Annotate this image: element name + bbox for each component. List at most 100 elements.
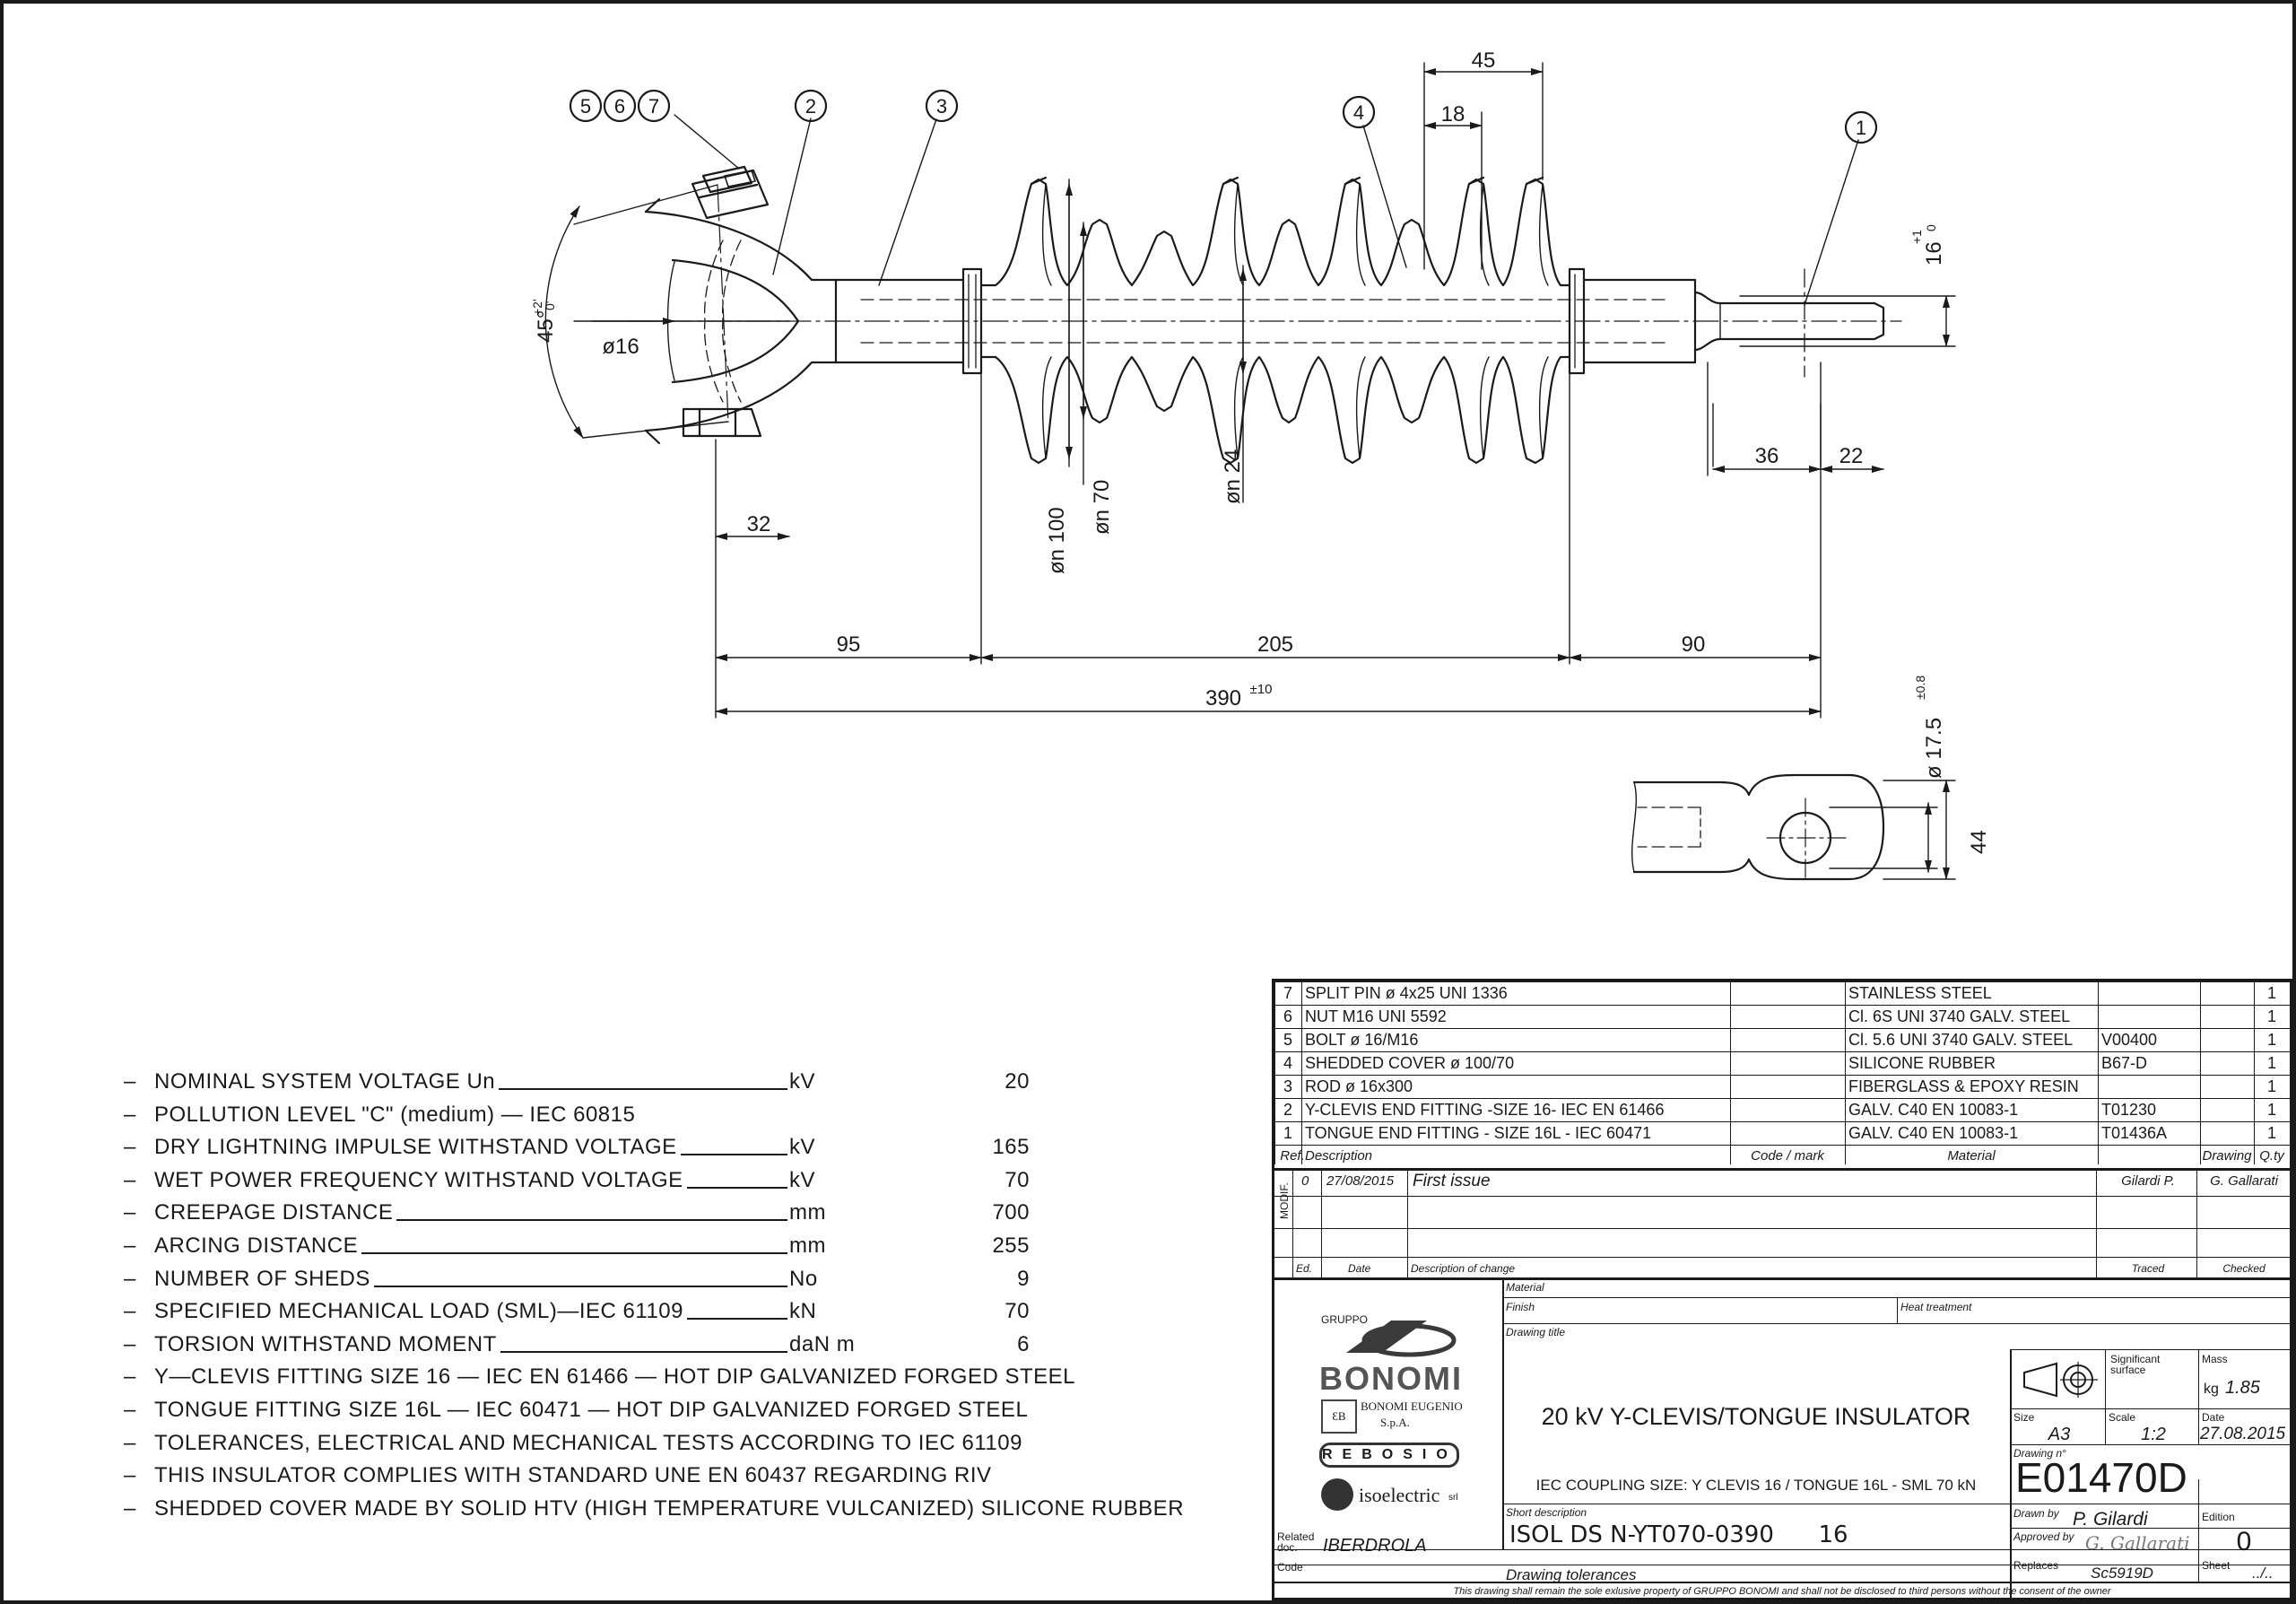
spec-dash: – (124, 1397, 136, 1422)
bom-ref: 1 (1283, 1124, 1292, 1142)
spec-leader-line (681, 1154, 787, 1156)
related-label-2: doc. (1277, 1541, 1298, 1554)
bom-description: BOLT ø 16/M16 (1305, 1031, 1419, 1049)
spec-unit: mm (789, 1233, 826, 1258)
spec-row: –NUMBER OF SHEDS No 9 (124, 1263, 1200, 1296)
drawing-subtitle: IEC COUPLING SIZE: Y CLEVIS 16 / TONGUE … (1535, 1477, 1977, 1494)
bom-material: Cl. 5.6 UNI 3740 GALV. STEEL (1848, 1031, 2074, 1049)
bonomi-logo-icon (1346, 1321, 1457, 1357)
bom-description: SHEDDED COVER ø 100/70 (1305, 1054, 1515, 1072)
dim-205: 205 (1257, 632, 1293, 657)
spec-leader-line (687, 1318, 787, 1321)
spec-unit: daN m (789, 1331, 856, 1356)
spec-value: 70 (1004, 1299, 1030, 1324)
logo-bonomi-eugenio: BONOMI EUGENIO (1361, 1399, 1463, 1413)
rev-ed: 0 (1301, 1173, 1309, 1189)
logo-isoelectric: isoelectric (1359, 1484, 1440, 1506)
surface-label-2: surface (2110, 1364, 2146, 1376)
spec-value: 700 (992, 1200, 1030, 1225)
spec-leader-line (396, 1219, 787, 1222)
bom-description: TONGUE END FITTING - SIZE 16L - IEC 6047… (1305, 1124, 1652, 1142)
spec-leader-line (499, 1088, 787, 1090)
dim-16-tol-bot: 0 (1924, 224, 1938, 231)
spec-label: THIS INSULATOR COMPLIES WITH STANDARD UN… (154, 1463, 992, 1488)
logo-bonomi: BONOMI (1319, 1360, 1463, 1397)
bom-header-material: Material (1947, 1148, 1996, 1164)
spec-label: NUMBER OF SHEDS (154, 1266, 370, 1291)
spec-unit: kV (789, 1167, 816, 1192)
bom-qty: 1 (2266, 984, 2276, 1002)
bom-drawing: T01436A (2101, 1124, 2168, 1142)
bom-qty: 1 (2266, 1124, 2276, 1142)
mass-label: Mass (2202, 1353, 2228, 1365)
bom-ref: 2 (1283, 1101, 1292, 1119)
dim-16: 16 (1922, 241, 1946, 266)
tongue-fitting (1582, 268, 1885, 378)
dim-32: 32 (747, 512, 771, 536)
mass-value: 1.85 (2225, 1378, 2260, 1398)
bom-ref: 5 (1283, 1031, 1292, 1049)
spec-dash: – (124, 1331, 136, 1356)
spec-dash: – (124, 1299, 136, 1324)
spec-unit: kV (789, 1135, 816, 1160)
spec-label: WET POWER FREQUENCY WITHSTAND VOLTAGE (154, 1167, 683, 1192)
bom-qty: 1 (2266, 1031, 2276, 1049)
logo-gruppo: GRUPPO (1321, 1313, 1369, 1326)
bom-ref: 4 (1283, 1054, 1292, 1072)
edition-value: 0 (2236, 1527, 2252, 1556)
shedded-cover (961, 176, 1586, 465)
bom-qty: 1 (2266, 1077, 2276, 1095)
bom-material: FIBERGLASS & EPOXY RESIN (1848, 1077, 2079, 1095)
balloon-4 (1342, 95, 1376, 129)
drawing-title: 20 kV Y-CLEVIS/TONGUE INSULATOR (1541, 1403, 1971, 1430)
spec-row: –TOLERANCES, ELECTRICAL AND MECHANICAL T… (124, 1427, 1200, 1460)
spec-dash: – (124, 1200, 136, 1225)
drawing-no: E01470D (2015, 1454, 2187, 1501)
dim-n70: øn 70 (1090, 480, 1114, 535)
dim-36: 36 (1755, 444, 1779, 468)
code-label: Code (1277, 1561, 1303, 1573)
related-label-1: Related (1277, 1530, 1315, 1543)
balloon-1 (1844, 110, 1878, 144)
spec-label: POLLUTION LEVEL "C" (medium) — IEC 60815 (154, 1102, 636, 1127)
spec-dash: – (124, 1266, 136, 1291)
bom-qty: 1 (2266, 1101, 2276, 1119)
scale-value: 1:2 (2141, 1425, 2166, 1444)
bom-header-ref: Ref. (1280, 1148, 1305, 1164)
finish-label: Finish (1506, 1301, 1535, 1313)
spec-row: –SPECIFIED MECHANICAL LOAD (SML)—IEC 611… (124, 1295, 1200, 1329)
sheet-value: ../.. (2252, 1565, 2274, 1582)
dim-90: 90 (1682, 632, 1706, 657)
bom-drawing: B67-D (2101, 1054, 2148, 1072)
balloon-4-label: 4 (1353, 101, 1364, 124)
spec-dash: – (124, 1495, 136, 1521)
spec-value: 70 (1004, 1167, 1030, 1192)
spec-label: TONGUE FITTING SIZE 16L — IEC 60471 — HO… (154, 1397, 1029, 1422)
sheet-label: Sheet (2202, 1559, 2231, 1572)
spec-label: SPECIFIED MECHANICAL LOAD (SML)—IEC 6110… (154, 1299, 683, 1324)
bom-material: STAINLESS STEEL (1848, 984, 1992, 1002)
bom-description: SPLIT PIN ø 4x25 UNI 1336 (1305, 984, 1508, 1002)
dim-17-5-tol: ±0.8 (1913, 676, 1927, 700)
dim-390-tol: ±10 (1250, 682, 1273, 697)
surface-label-1: Significant (2110, 1353, 2161, 1365)
spec-label: CREEPAGE DISTANCE (154, 1200, 394, 1225)
spec-row: –Y—CLEVIS FITTING SIZE 16 — IEC EN 61466… (124, 1361, 1200, 1394)
spec-value: 9 (1017, 1266, 1030, 1291)
dim-n100: øn 100 (1045, 507, 1069, 574)
bom-ref: 7 (1283, 984, 1292, 1002)
drawing-no-label: Drawing n° (2013, 1447, 2066, 1460)
material-label: Material (1506, 1281, 1544, 1294)
dim-17-5: ø 17.5 (1922, 718, 1946, 779)
dim-45: 45 (1472, 48, 1496, 73)
spec-label: ARCING DISTANCE (154, 1233, 359, 1258)
spec-unit: No (789, 1266, 818, 1291)
spec-leader-line (361, 1251, 787, 1254)
spec-dash: – (124, 1102, 136, 1127)
balloon-2 (794, 89, 828, 123)
dim-390: 390 (1205, 686, 1241, 710)
spec-value: 20 (1004, 1069, 1030, 1094)
